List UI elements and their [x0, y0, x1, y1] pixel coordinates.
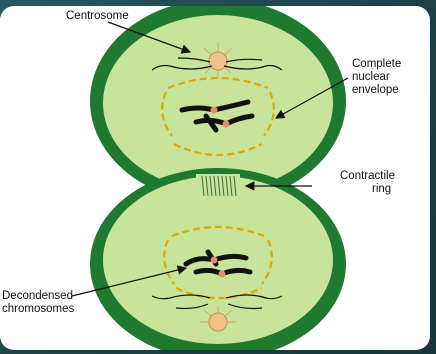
contractile-ring-label-line1: Contractile: [340, 170, 395, 183]
nuclear-envelope-label-line3: envelope: [352, 84, 399, 97]
nuclear-envelope-label-line1: Complete: [352, 58, 401, 71]
diagram-panel: Centrosome Complete nuclear envelope Con…: [0, 6, 430, 350]
centrosome-label: Centrosome: [66, 10, 129, 23]
decondensed-chromosomes-label-line1: Decondensed: [2, 290, 73, 303]
decondensed-chromosomes-label-line2: chromosomes: [2, 303, 74, 316]
upper-cell-cytoplasm: [103, 15, 333, 191]
contractile-ring-label-line2: ring: [372, 183, 391, 196]
nuclear-envelope-label-line2: nuclear: [352, 71, 390, 84]
